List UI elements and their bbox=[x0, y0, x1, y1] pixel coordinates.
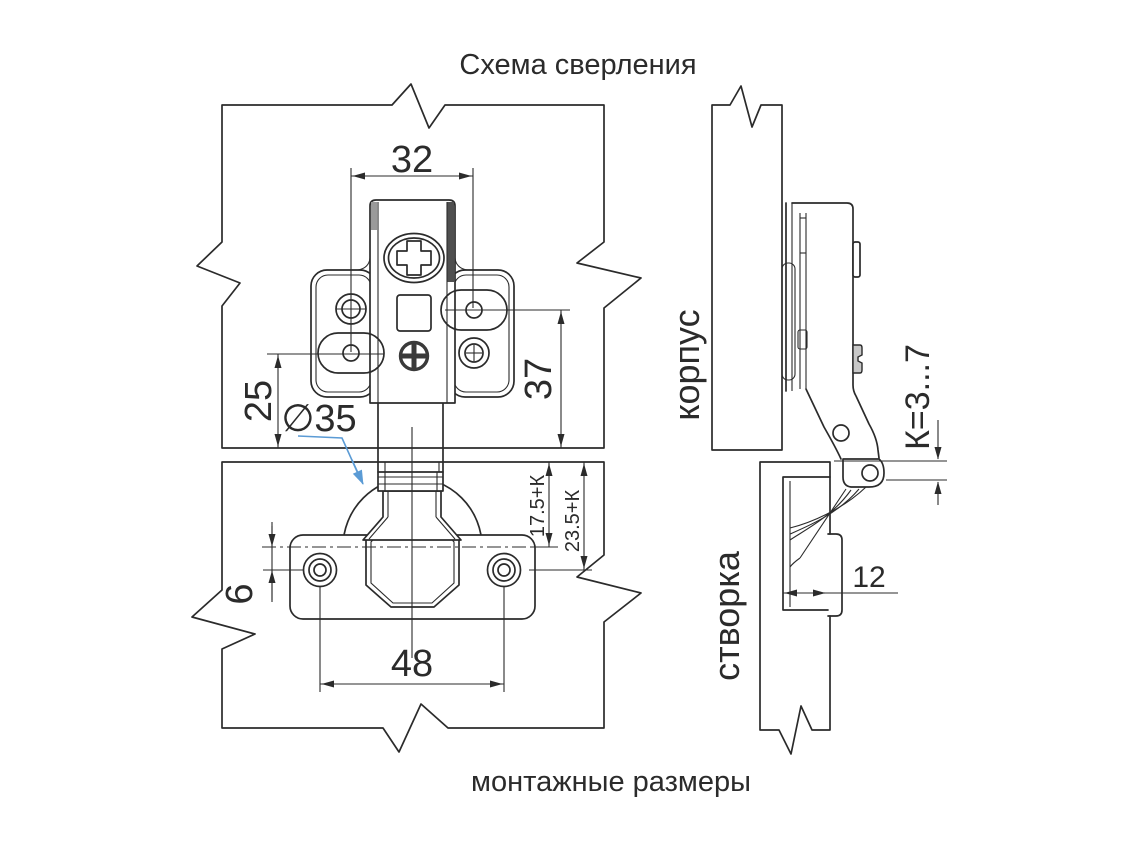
phillips-cross-icon bbox=[396, 240, 432, 276]
dimension-12: 12 bbox=[783, 561, 898, 597]
dim-label-37: 37 bbox=[518, 358, 560, 400]
mounting-plate-side bbox=[781, 202, 808, 392]
dim-label-23-5-k: 23.5+К bbox=[562, 490, 584, 553]
knuckle-pin-icon bbox=[861, 464, 879, 482]
cabinet-panel-front bbox=[196, 83, 642, 449]
door-label: створка bbox=[706, 550, 747, 681]
arm-tab-upper bbox=[852, 241, 861, 278]
hinge-arm-side bbox=[791, 202, 880, 460]
dimension-6: 6 bbox=[219, 522, 304, 605]
dim-label-12: 12 bbox=[852, 561, 885, 594]
plate-fillet bbox=[357, 257, 371, 271]
page-footer: монтажные размеры bbox=[471, 766, 751, 798]
dimension-gap-k: К=3...7 bbox=[834, 344, 947, 505]
hinge-knuckle-front bbox=[377, 471, 444, 492]
arm-shade-left bbox=[371, 202, 377, 230]
hinge-knuckle-side bbox=[789, 458, 885, 568]
dim-label-d35: ∅35 bbox=[281, 398, 356, 440]
arm-inner-line bbox=[435, 516, 456, 540]
dimension-25: 25 bbox=[238, 353, 384, 448]
cabinet-board-side bbox=[711, 85, 783, 451]
dim-label-17-5-k: 17.5+К bbox=[527, 475, 549, 538]
dimension-32: 32 bbox=[350, 139, 474, 352]
side-view: корпус створка К=3...7 12 bbox=[666, 85, 947, 755]
plate-main-screw bbox=[383, 232, 445, 284]
front-view: 32 25 37 ∅35 6 bbox=[191, 83, 642, 753]
cup-leader-arrow-icon bbox=[351, 459, 364, 485]
arm-shade-right bbox=[447, 202, 454, 282]
door-board-side bbox=[759, 461, 831, 755]
cup-flange-side bbox=[827, 533, 843, 617]
dimension-23-5-k: 23.5+К bbox=[529, 462, 592, 571]
dim-label-6: 6 bbox=[219, 583, 261, 604]
plate-adjust-screw bbox=[398, 340, 430, 372]
dim-label-48: 48 bbox=[391, 643, 433, 685]
dim-label-gap-k: К=3...7 bbox=[899, 344, 937, 450]
dimension-17-5-k: 17.5+К bbox=[527, 462, 557, 548]
page-title: Схема сверления bbox=[459, 49, 696, 81]
dim-label-25: 25 bbox=[238, 380, 280, 422]
cup-leader-line bbox=[297, 435, 361, 479]
arm-inner-line bbox=[368, 516, 389, 540]
dimension-37: 37 bbox=[445, 309, 570, 448]
dimension-cup-diameter: ∅35 bbox=[281, 398, 364, 485]
arm-clip-tab bbox=[852, 344, 863, 374]
cup-recess-side bbox=[782, 476, 831, 611]
plate-square-hole bbox=[396, 294, 432, 332]
cabinet-label: корпус bbox=[666, 309, 707, 420]
plate-arm bbox=[369, 199, 456, 404]
plate-wing-right bbox=[448, 269, 515, 398]
wing-hole-bottom-right bbox=[458, 337, 490, 369]
arm-hole-side bbox=[832, 424, 850, 442]
dimension-48: 48 bbox=[319, 586, 505, 692]
plate-fillet bbox=[454, 257, 468, 271]
dim-label-32: 32 bbox=[391, 139, 433, 181]
